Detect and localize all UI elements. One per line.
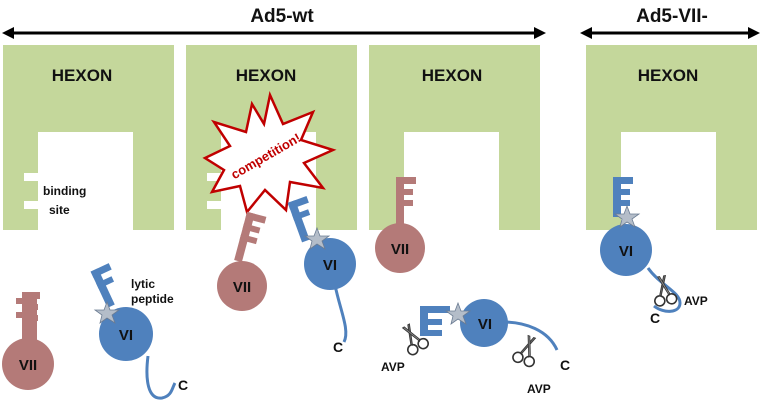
protein-vii-label: VII bbox=[391, 241, 409, 258]
protein-vii-bound bbox=[375, 177, 425, 273]
binding-site-label-line1: binding bbox=[43, 184, 86, 198]
c-terminus-label: C bbox=[178, 377, 188, 393]
c-terminus-label: C bbox=[650, 310, 660, 326]
protein-vi-free bbox=[90, 263, 177, 400]
wt-header-arrow bbox=[2, 27, 546, 39]
binding-site-label-line2: site bbox=[49, 203, 70, 217]
hexon-block-2 bbox=[186, 45, 357, 230]
hexon-block-4 bbox=[586, 45, 757, 230]
c-terminus-label: C bbox=[333, 339, 343, 355]
competition-starburst bbox=[202, 90, 337, 215]
mutant-header-label: Ad5-VII- bbox=[636, 6, 708, 27]
protein-vi-cleaved bbox=[395, 299, 559, 369]
lytic-peptide-star bbox=[93, 300, 121, 324]
protein-vii-label: VII bbox=[233, 279, 251, 296]
lytic-peptide-label-line2: peptide bbox=[131, 292, 174, 306]
avp-label: AVP bbox=[381, 360, 405, 374]
hexon-label: HEXON bbox=[638, 66, 698, 85]
protein-vii-competing bbox=[217, 211, 267, 311]
protein-vi-competing bbox=[287, 196, 356, 343]
binding-site-notch bbox=[24, 173, 40, 181]
avp-scissors-icon bbox=[510, 332, 543, 369]
protein-vii-label: VII bbox=[19, 357, 37, 374]
protein-vi-label: VI bbox=[119, 327, 133, 344]
hexon-label: HEXON bbox=[52, 66, 112, 85]
protein-vi-label: VI bbox=[478, 316, 492, 333]
binding-site-notch bbox=[24, 201, 40, 209]
avp-label: AVP bbox=[684, 294, 708, 308]
protein-vii-free bbox=[2, 292, 54, 390]
protein-vi-bound-mutant bbox=[600, 177, 682, 313]
cleaved-fork bbox=[420, 306, 450, 336]
avp-label: AVP bbox=[527, 382, 551, 396]
c-terminus-label: C bbox=[560, 357, 570, 373]
mutant-header-arrow bbox=[580, 27, 760, 39]
hexon-block-3 bbox=[369, 45, 540, 230]
protein-vi-label: VI bbox=[323, 257, 337, 274]
lytic-peptide-label-line1: lytic bbox=[131, 277, 155, 291]
hexon-block-1 bbox=[3, 45, 174, 230]
protein-vi-label: VI bbox=[619, 243, 633, 260]
hexon-label: HEXON bbox=[422, 66, 482, 85]
wt-header-label: Ad5-wt bbox=[250, 6, 314, 27]
hexon-label: HEXON bbox=[236, 66, 296, 85]
